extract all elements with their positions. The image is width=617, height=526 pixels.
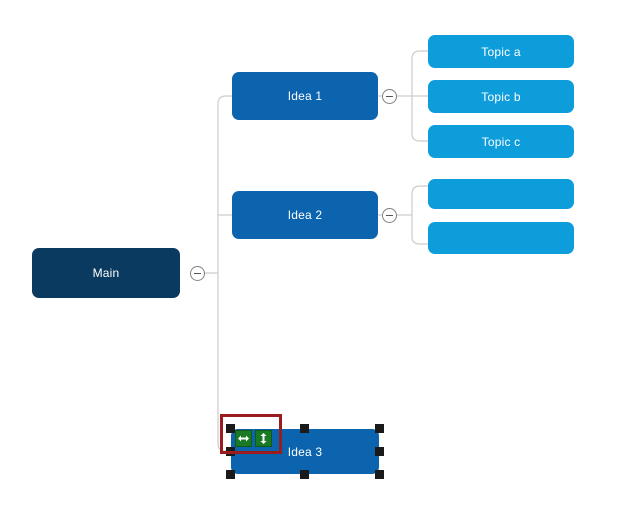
selection-handle-top-left[interactable] <box>226 424 235 433</box>
node-topic-a[interactable]: Topic a <box>428 35 574 68</box>
node-idea-2[interactable]: Idea 2 <box>232 191 378 239</box>
node-topic-b-label: Topic b <box>481 89 521 104</box>
node-idea-2-label: Idea 2 <box>287 208 323 222</box>
selection-handle-top-right[interactable] <box>375 424 384 433</box>
collapse-button-idea-1[interactable] <box>382 89 397 104</box>
node-topic-blank-2[interactable] <box>428 222 574 254</box>
node-topic-b[interactable]: Topic b <box>428 80 574 113</box>
selection-handle-bottom-center[interactable] <box>300 470 309 479</box>
vertical-double-arrow-icon <box>260 433 267 444</box>
node-topic-a-label: Topic a <box>481 44 521 59</box>
resize-vertical-button[interactable] <box>255 430 272 447</box>
selection-handle-bottom-right[interactable] <box>375 470 384 479</box>
resize-horizontal-button[interactable] <box>235 430 252 447</box>
node-main[interactable]: Main <box>32 248 180 298</box>
node-topic-c[interactable]: Topic c <box>428 125 574 158</box>
node-topic-c-label: Topic c <box>481 134 521 149</box>
highlight-rectangle <box>220 414 282 454</box>
selection-handle-bottom-left[interactable] <box>226 470 235 479</box>
selection-handle-top-center[interactable] <box>300 424 309 433</box>
node-main-label: Main <box>92 266 120 280</box>
node-idea-3-label: Idea 3 <box>287 444 323 459</box>
node-idea-1-label: Idea 1 <box>287 89 323 103</box>
horizontal-double-arrow-icon <box>238 435 249 442</box>
node-idea-1[interactable]: Idea 1 <box>232 72 378 120</box>
node-topic-blank-1[interactable] <box>428 179 574 209</box>
collapse-button-idea-2[interactable] <box>382 208 397 223</box>
selection-handle-middle-right[interactable] <box>375 447 384 456</box>
collapse-button-main[interactable] <box>190 266 205 281</box>
